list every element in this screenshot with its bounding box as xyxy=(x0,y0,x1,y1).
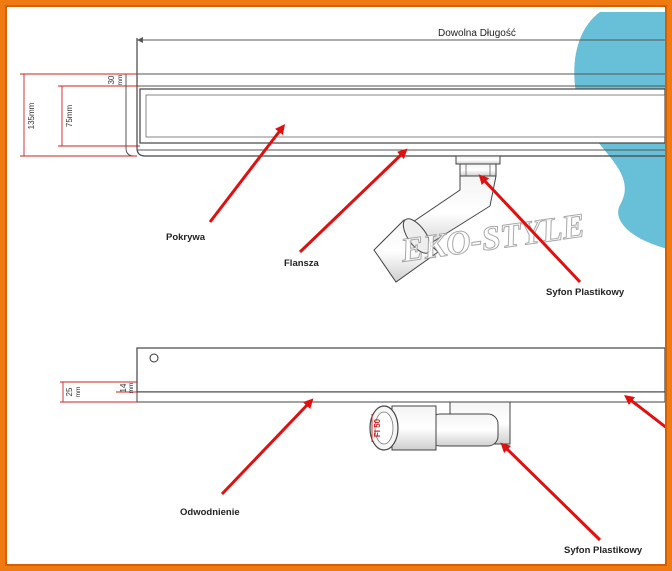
arrow-flange xyxy=(298,148,408,254)
label-drain: Odwodnienie xyxy=(180,507,240,518)
dim-14-label: 14 xyxy=(119,383,128,392)
mounting-hole xyxy=(149,353,159,363)
channel-profile xyxy=(136,38,665,157)
bottom-view: 25 mm 14 mm FI 50 Odwodnienie Syfon Plas… xyxy=(60,347,672,556)
siphon-top xyxy=(373,155,501,283)
channel-base xyxy=(136,391,666,403)
drain-channel-side xyxy=(136,347,666,393)
label-cover: Pokrywa xyxy=(166,232,206,243)
dim-25-unit: mm xyxy=(75,387,82,398)
arrow-siphon-bottom xyxy=(500,442,602,542)
dim-30-unit: mm xyxy=(117,75,124,86)
label-flange: Flansza xyxy=(284,258,320,269)
length-label: Dowolna Długość xyxy=(438,28,516,39)
dim-135-label: 135mm xyxy=(27,102,36,129)
arrow-cover xyxy=(208,124,286,223)
dim-25-label: 25 xyxy=(65,387,74,396)
dim-30-label: 30 xyxy=(107,75,116,84)
dim-75-label: 75mm xyxy=(65,105,74,128)
length-arrow-icon xyxy=(137,37,143,43)
cover-plate xyxy=(139,88,666,144)
arrow-drain-right xyxy=(624,394,672,434)
siphon-bottom xyxy=(369,401,511,451)
arrow-siphon-top xyxy=(478,174,582,284)
cover-inner-edge xyxy=(145,94,666,138)
label-siphon-bottom: Syfon Plastikowy xyxy=(564,545,643,556)
label-siphon-top: Syfon Plastikowy xyxy=(546,287,625,298)
pipe-diameter-label: FI 50 xyxy=(373,418,382,437)
arrow-drain xyxy=(220,398,314,496)
dim-14-unit: mm xyxy=(128,383,135,394)
